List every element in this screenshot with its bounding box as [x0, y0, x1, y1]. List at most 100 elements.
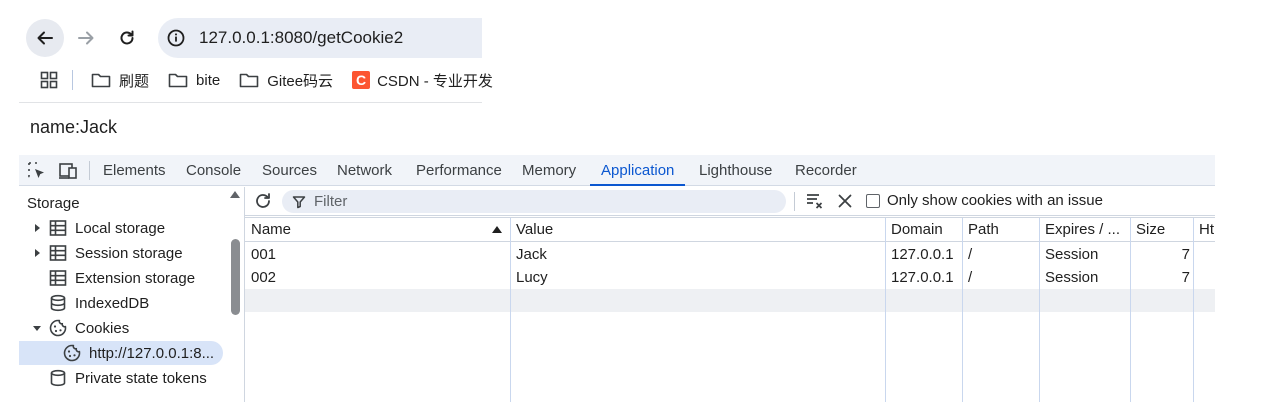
cell-value[interactable]: Lucy — [516, 269, 548, 286]
tab-memory[interactable]: Memory — [522, 162, 577, 179]
bookmark-label: 刷题 — [119, 72, 150, 90]
caret-right-icon[interactable] — [31, 247, 43, 259]
table-row[interactable]: 002 Lucy 127.0.0.1 / Session 7 — [245, 266, 1215, 289]
sidebar-item-label: Extension storage — [75, 269, 196, 287]
refresh-icon[interactable] — [253, 191, 273, 211]
cell-name[interactable]: 001 — [251, 246, 277, 263]
filter-icon — [292, 195, 306, 208]
cell-expires[interactable]: Session — [1045, 269, 1099, 286]
sidebar-item-label: IndexedDB — [75, 294, 150, 312]
bookmark-item[interactable]: 刷题 — [91, 70, 149, 91]
sidebar-item-label: Private state tokens — [75, 369, 207, 387]
sidebar-item-cookie-origin[interactable]: http://127.0.0.1:8... — [19, 341, 223, 365]
tab-console[interactable]: Console — [186, 162, 242, 179]
close-icon[interactable] — [835, 191, 855, 211]
cookie-icon — [63, 344, 81, 362]
clear-filtered-cookies-icon[interactable] — [805, 191, 825, 211]
table-row-empty[interactable] — [245, 289, 1215, 312]
sidebar-scrollbar-thumb[interactable] — [231, 239, 240, 315]
bookmark-label: bite — [196, 71, 221, 89]
cell-name[interactable]: 002 — [251, 269, 277, 286]
cookie-icon — [49, 319, 67, 337]
url-text[interactable]: 127.0.0.1:8080/getCookie2 — [199, 28, 404, 47]
caret-down-icon[interactable] — [31, 322, 43, 334]
tab-recorder[interactable]: Recorder — [795, 162, 857, 179]
sidebar-heading-storage: Storage — [27, 195, 80, 212]
cell-size[interactable]: 7 — [1181, 246, 1190, 263]
sidebar-item-indexeddb[interactable]: IndexedDB — [19, 291, 224, 315]
application-sidebar: Storage Local storage Session storage Ex… — [19, 187, 244, 402]
tab-sources[interactable]: Sources — [262, 162, 318, 179]
sidebar-item-private-state-tokens[interactable]: Private state tokens — [19, 366, 224, 390]
database-icon — [50, 294, 66, 312]
table-header-row — [245, 218, 1215, 242]
column-divider[interactable] — [885, 218, 886, 402]
column-header-httponly[interactable]: Ht — [1199, 221, 1214, 238]
page-body-text: name:Jack — [30, 117, 118, 137]
bookmark-item[interactable]: C CSDN - 专业开发 — [352, 70, 493, 91]
only-issues-checkbox[interactable] — [866, 194, 880, 208]
column-divider[interactable] — [962, 218, 963, 402]
reload-button[interactable] — [108, 19, 146, 57]
table-icon — [49, 270, 67, 286]
cell-domain[interactable]: 127.0.0.1 — [891, 246, 954, 263]
bookmark-item[interactable]: bite — [168, 72, 220, 89]
caret-right-icon[interactable] — [31, 222, 43, 234]
database-icon — [50, 369, 66, 387]
devtools-tab-bar: Elements Console Sources Network Perform… — [19, 155, 1215, 186]
folder-icon — [239, 73, 259, 88]
filter-input[interactable] — [314, 193, 754, 210]
cell-path[interactable]: / — [968, 246, 973, 263]
info-icon[interactable] — [167, 29, 185, 47]
bookmark-label: CSDN - 专业开发 — [377, 72, 493, 90]
sidebar-item-session-storage[interactable]: Session storage — [19, 241, 224, 265]
tab-performance[interactable]: Performance — [416, 162, 502, 179]
column-header-expires[interactable]: Expires / ... — [1045, 221, 1121, 238]
back-button[interactable] — [26, 19, 64, 57]
bookmark-label: Gitee码云 — [267, 72, 334, 90]
filter-box[interactable] — [282, 190, 786, 213]
scroll-up-arrow-icon[interactable] — [230, 191, 240, 198]
cell-domain[interactable]: 127.0.0.1 — [891, 269, 954, 286]
column-header-size[interactable]: Size — [1136, 221, 1166, 238]
tab-network[interactable]: Network — [337, 162, 393, 179]
sidebar-item-label: Cookies — [75, 319, 130, 337]
tab-application[interactable]: Application — [589, 155, 686, 186]
column-divider[interactable] — [1130, 218, 1131, 402]
sidebar-item-extension-storage[interactable]: Extension storage — [19, 266, 224, 290]
apps-grid-icon[interactable] — [40, 71, 58, 89]
tab-lighthouse[interactable]: Lighthouse — [699, 162, 773, 179]
inspect-element-icon[interactable] — [27, 161, 47, 181]
bookmark-item[interactable]: Gitee码云 — [239, 70, 333, 91]
column-header-name[interactable]: Name — [251, 221, 292, 238]
arrow-left-icon — [37, 31, 53, 45]
sidebar-item-local-storage[interactable]: Local storage — [19, 216, 224, 240]
cell-path[interactable]: / — [968, 269, 973, 286]
cell-size[interactable]: 7 — [1181, 269, 1190, 286]
cell-expires[interactable]: Session — [1045, 246, 1099, 263]
reload-icon — [120, 30, 134, 45]
sidebar-item-cookies[interactable]: Cookies — [19, 316, 224, 340]
cookies-table: 001 Jack 127.0.0.1 / Session 7 002 Lucy … — [245, 217, 1215, 402]
csdn-logo-icon: C — [352, 71, 371, 89]
sort-ascending-icon[interactable] — [492, 226, 502, 233]
column-header-domain[interactable]: Domain — [891, 221, 943, 238]
table-row[interactable]: 001 Jack 127.0.0.1 / Session 7 — [245, 243, 1215, 266]
column-header-value[interactable]: Value — [516, 221, 554, 238]
address-bar[interactable]: 127.0.0.1:8080/getCookie2 — [158, 18, 482, 58]
tab-elements[interactable]: Elements — [103, 162, 166, 179]
column-header-path[interactable]: Path — [968, 221, 999, 238]
column-divider[interactable] — [510, 218, 511, 402]
sidebar-item-label: Local storage — [75, 219, 166, 237]
table-icon — [49, 220, 67, 236]
bookmarks-divider — [72, 70, 73, 90]
column-divider[interactable] — [1193, 218, 1194, 402]
cell-value[interactable]: Jack — [516, 246, 547, 263]
toolbar-divider — [89, 161, 90, 180]
device-toolbar-icon[interactable] — [58, 161, 78, 181]
only-issues-label: Only show cookies with an issue — [887, 192, 1103, 209]
arrow-right-icon — [78, 31, 94, 45]
toolbar-divider — [19, 102, 482, 103]
column-divider[interactable] — [1039, 218, 1040, 402]
forward-button[interactable] — [67, 19, 105, 57]
